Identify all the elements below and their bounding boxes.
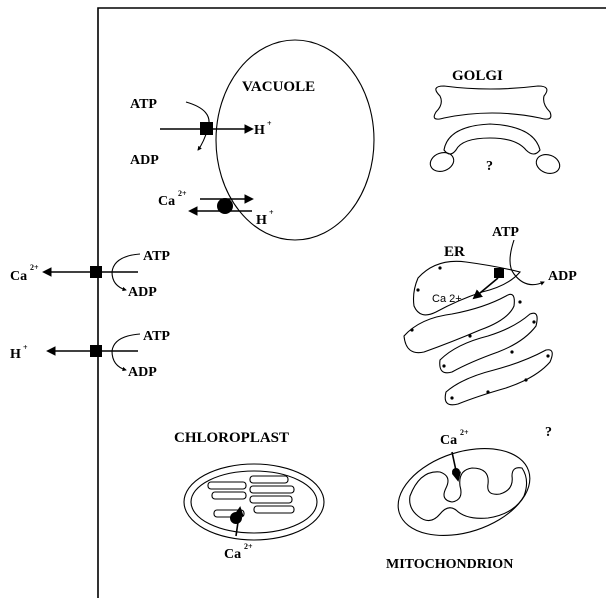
antiporter-ca-sup: 2+ [178,189,187,198]
pm-ca-label: Ca [10,269,27,284]
mitochondrion-label: MITOCHONDRION [386,557,513,572]
antiporter-ca-label: Ca [158,194,175,209]
er-adp-label: ADP [548,269,577,284]
er-label: ER [444,244,465,260]
er-atp-arrow [510,240,544,285]
vacuole-proton-pump [200,122,213,135]
cell-membrane-frame [98,8,606,598]
er-membranes [404,261,552,404]
pm-h-adp-label: ADP [128,365,157,380]
golgi-vesicle-right [534,151,563,176]
mitochondrion-outer [387,433,541,551]
chloroplast-thylakoids [208,476,294,517]
pm-h-atp-label: ATP [143,329,170,344]
er-ca-label: Ca 2+ [432,293,462,305]
chloroplast-transporter [230,512,242,524]
golgi-question: ? [486,159,493,174]
golgi-cisterna-curved [444,124,540,154]
pm-ca-atp-label: ATP [143,249,170,264]
vacuole-h-sup: + [267,119,272,128]
antiporter-carrier [217,198,233,214]
pm-h-pump [90,345,102,357]
mito-transporter [452,468,460,476]
vacuole-adp-label: ADP [130,153,159,168]
pm-h-label: H [10,347,21,362]
vacuole-h-label: H [254,123,265,138]
er-atp-label: ATP [492,225,519,240]
antiporter-h-sup: + [269,208,274,217]
mito-ca-label: Ca [440,433,457,448]
vacuole-atp-label: ATP [130,97,157,112]
golgi-cisterna-top [434,86,551,119]
golgi-label: GOLGI [452,68,503,84]
chloroplast-ca-label: Ca [224,547,241,562]
er-calcium-pump [494,268,504,278]
chloroplast-outer [184,464,324,540]
antiporter-h-label: H [256,213,267,228]
chloroplast-inner [191,471,317,533]
vacuole-label: VACUOLE [242,79,315,95]
chloroplast-label: CHLOROPLAST [174,430,289,446]
mito-question: ? [545,425,552,440]
pm-ca-adp-label: ADP [128,285,157,300]
vacuole-outline [216,40,374,240]
mito-ca-sup: 2+ [460,428,469,437]
pm-ca-sup: 2+ [30,263,39,272]
chloroplast-ca-sup: 2+ [244,542,253,551]
pm-h-sup: + [23,343,28,352]
pm-ca-pump [90,266,102,278]
